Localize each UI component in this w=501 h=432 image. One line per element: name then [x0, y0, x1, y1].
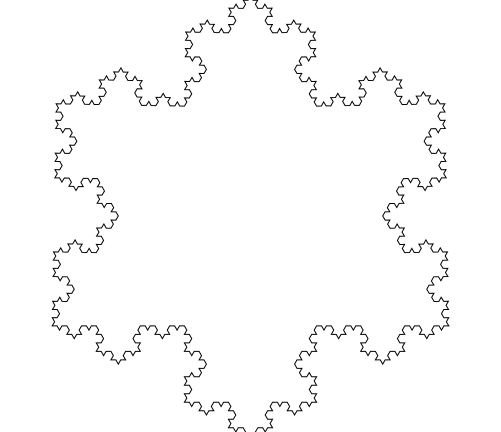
koch-anti-snowflake-outline: [51, 0, 450, 432]
